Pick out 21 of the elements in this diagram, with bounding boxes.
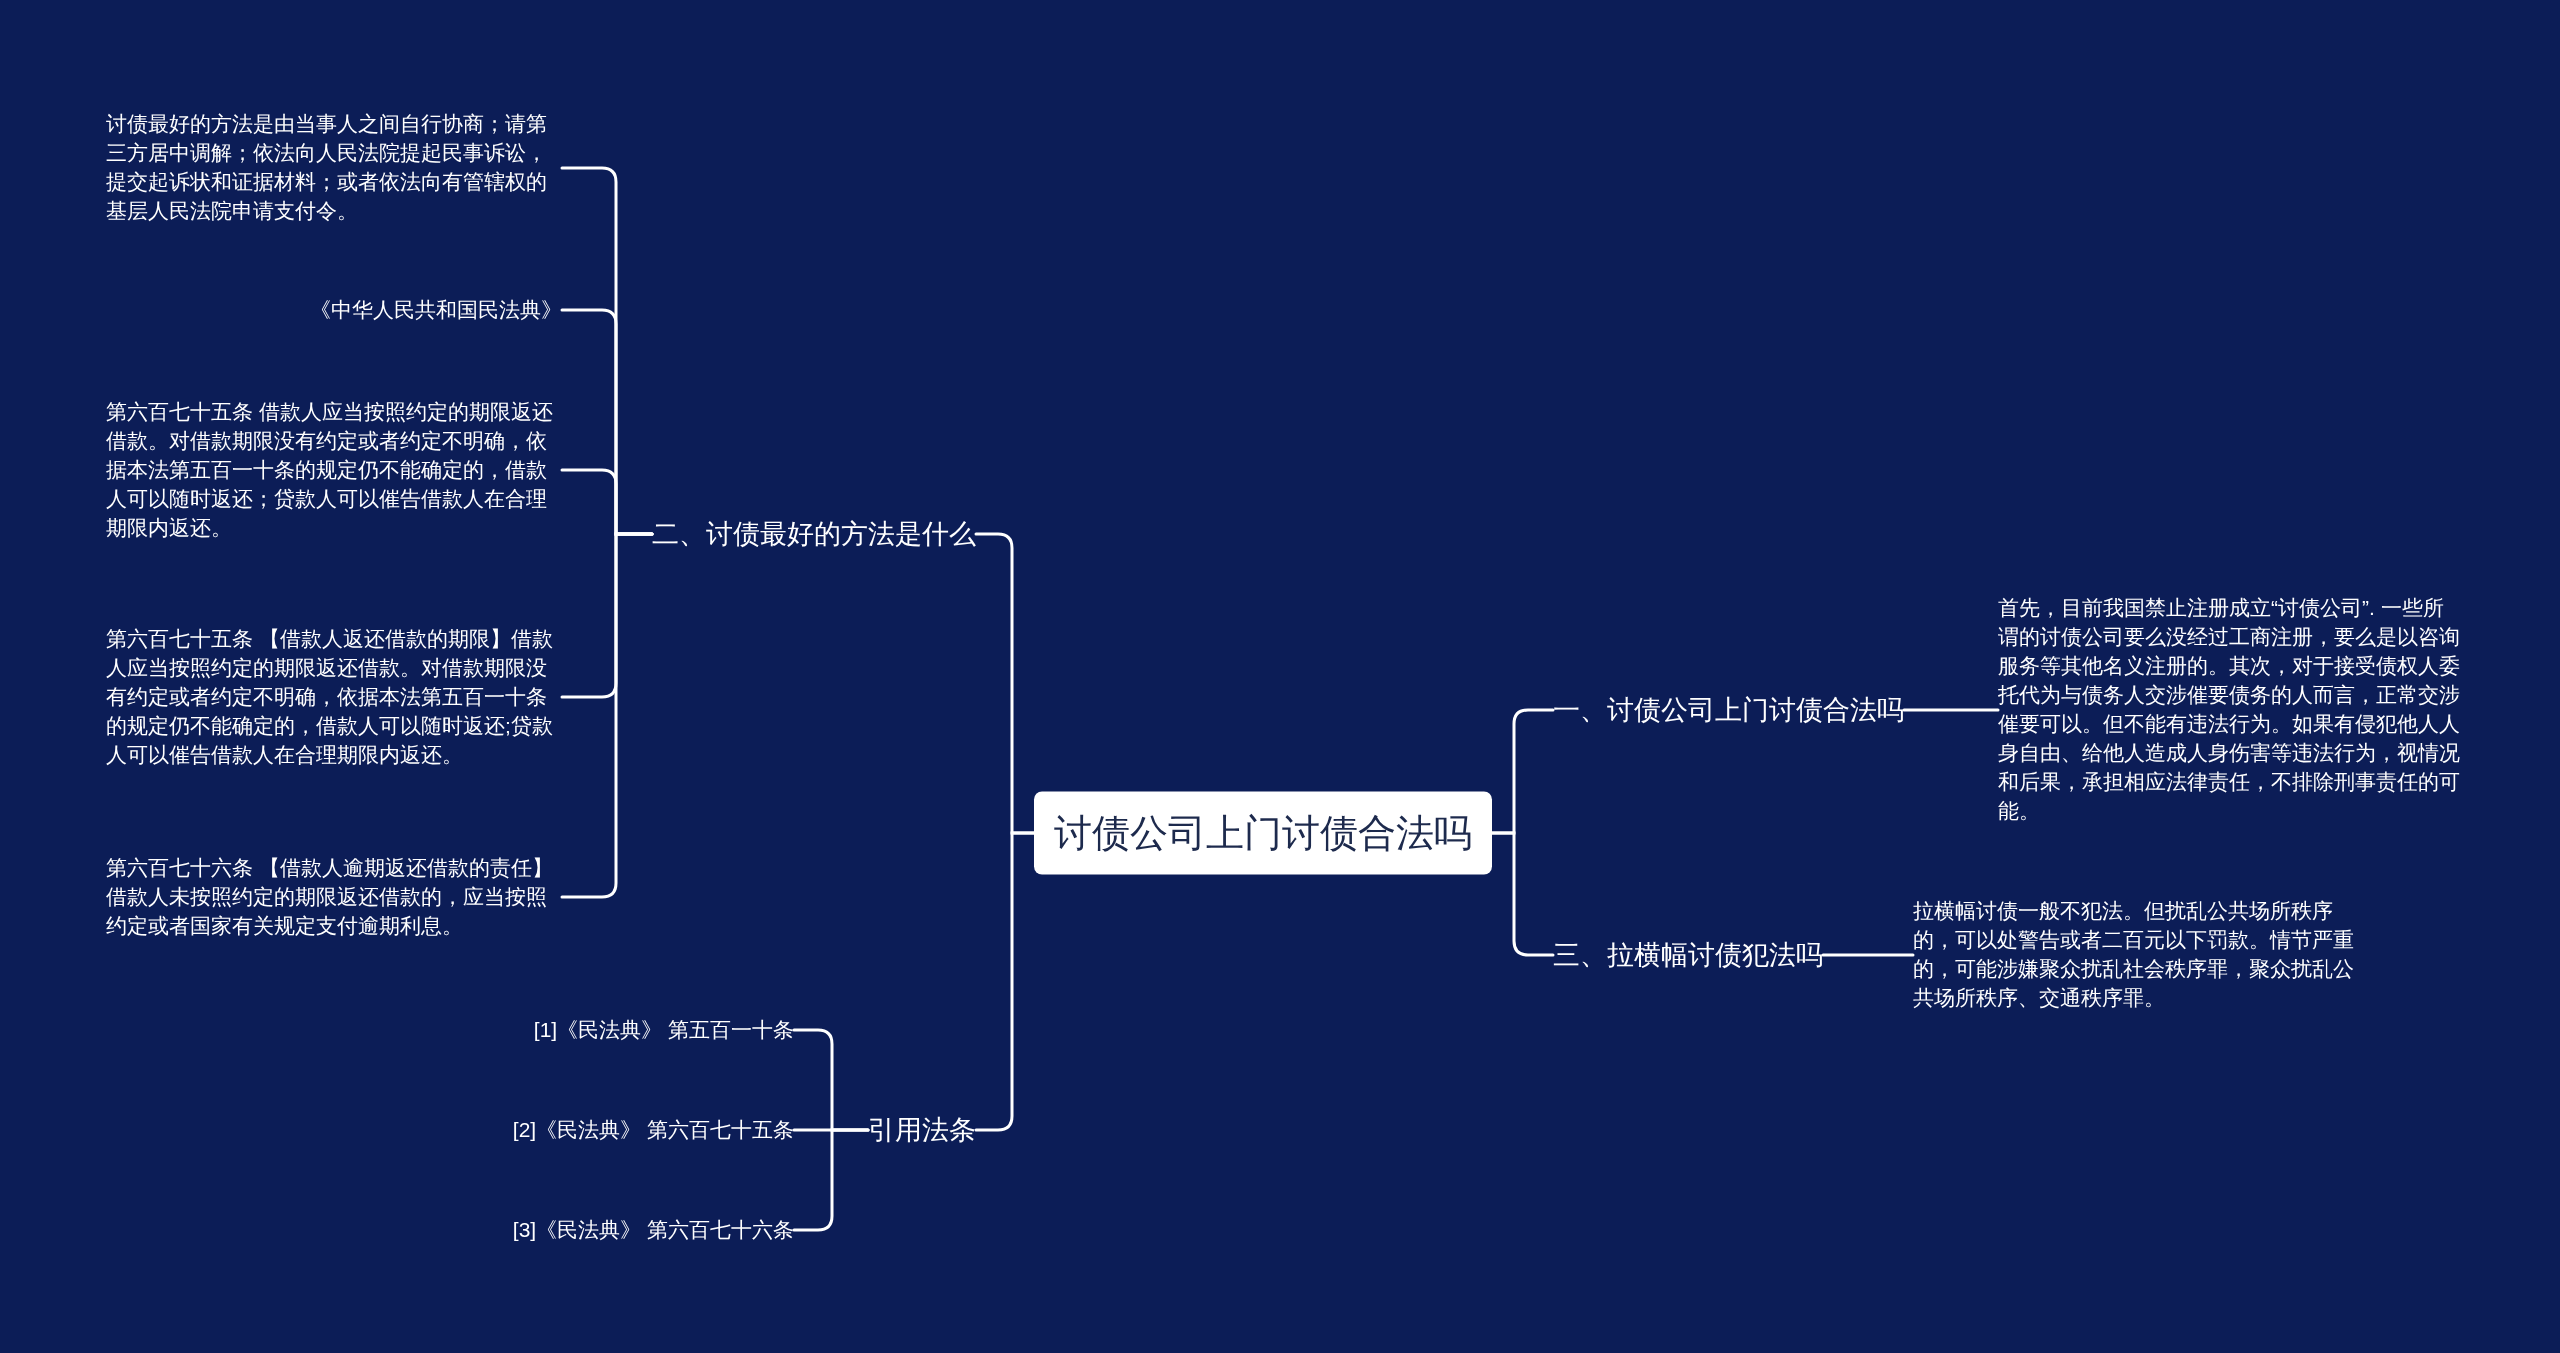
connector-line xyxy=(560,532,654,899)
note-text: 讨债最好的方法是由当事人之间自行协商；请第三方居中调解；依法向人民法院提起民事诉讼，提交起诉状和证据材料；或者依法向有管辖权的基层人民法院申请支付令。 xyxy=(106,110,562,226)
branch-topic: 三、拉横幅讨债犯法吗 xyxy=(1553,935,1823,975)
note-text: 《中华人民共和国民法典》 xyxy=(106,295,562,325)
branch-topic: 一、讨债公司上门讨债合法吗 xyxy=(1553,690,1904,730)
note-text: 第六百七十五条 【借款人返还借款的期限】借款人应当按照约定的期限返还借款。对借款期限没有约定或者约定不明确，依据本法第五百一十条的规定仍不能确定的，借款人可以随时返还;贷款人可以催告借款人在合理期限内返还。 xyxy=(106,624,562,770)
branch-topic: 引用法条 xyxy=(868,1110,976,1150)
connector-line xyxy=(1490,831,1555,957)
connector-line xyxy=(1821,953,1915,957)
note-text: 第六百七十六条 【借款人逾期返还借款的责任】借款人未按照约定的期限返还借款的，应当按照约定或者国家有关规定支付逾期利息。 xyxy=(106,853,562,941)
citation-text: [1]《民法典》 第五百一十条 xyxy=(533,1016,794,1044)
central-topic: 讨债公司上门讨债合法吗 xyxy=(1034,791,1492,875)
citation-text: [3]《民法典》 第六百七十六条 xyxy=(512,1216,794,1244)
connector-line xyxy=(1902,708,2000,712)
connector-line xyxy=(792,1128,870,1232)
note-text: 拉横幅讨债一般不犯法。但扰乱公共场所秩序的，可以处警告或者二百元以下罚款。情节严重的，可能涉嫌聚众扰乱社会秩序罪，聚众扰乱公共场所秩序、交通秩序罪。 xyxy=(1913,897,2373,1013)
note-text: 第六百七十五条 借款人应当按照约定的期限返还借款。对借款期限没有约定或者约定不明确，依据本法第五百一十条的规定仍不能确定的，借款人可以随时返还；贷款人可以催告借款人在合理期限内返还。 xyxy=(106,397,562,543)
connector-line xyxy=(974,831,1036,1132)
citation-text: [2]《民法典》 第六百七十五条 xyxy=(512,1116,794,1144)
note-text: 首先，目前我国禁止注册成立“讨债公司”. 一些所谓的讨债公司要么没经过工商注册，要么是以咨询服务等其他名义注册的。其次，对于接受债权人委托代为与债务人交涉催要债务的人而言，正常交涉催要可以。但不能有违法行为。如果有侵犯他人人身自由、给他人造成人身伤害等违法行为，视情况和后果，承担相应法律责任，不排除刑事责任的可能。 xyxy=(1998,594,2460,826)
branch-topic: 二、讨债最好的方法是什么 xyxy=(652,514,976,554)
